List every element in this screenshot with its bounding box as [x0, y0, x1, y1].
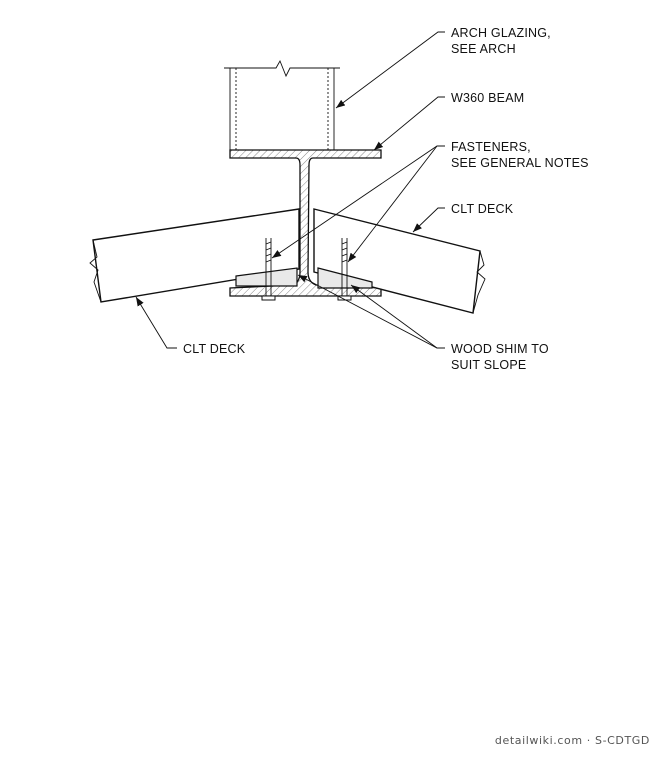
fastener-right — [337, 238, 352, 301]
label-fasteners: FASTENERS, SEE GENERAL NOTES — [451, 140, 589, 170]
leader-lines — [135, 31, 445, 349]
label-clt-deck-right: CLT DECK — [451, 202, 514, 216]
wood-shim-right — [317, 267, 373, 289]
label-w360-beam: W360 BEAM — [451, 91, 524, 105]
w360-beam — [229, 149, 382, 297]
wood-shim-left — [235, 267, 298, 287]
label-clt-deck-left: CLT DECK — [183, 342, 246, 356]
arch-glazing — [224, 59, 340, 150]
footer-credit: detailwiki.com · S-CDTGD — [495, 734, 650, 747]
fastener-left — [261, 238, 276, 301]
label-wood-shim: WOOD SHIM TO SUIT SLOPE — [451, 342, 552, 372]
clt-deck-left — [89, 208, 300, 303]
break-line — [224, 59, 340, 78]
clt-deck-right — [313, 208, 486, 314]
label-arch-glazing: ARCH GLAZING, SEE ARCH — [451, 26, 555, 56]
